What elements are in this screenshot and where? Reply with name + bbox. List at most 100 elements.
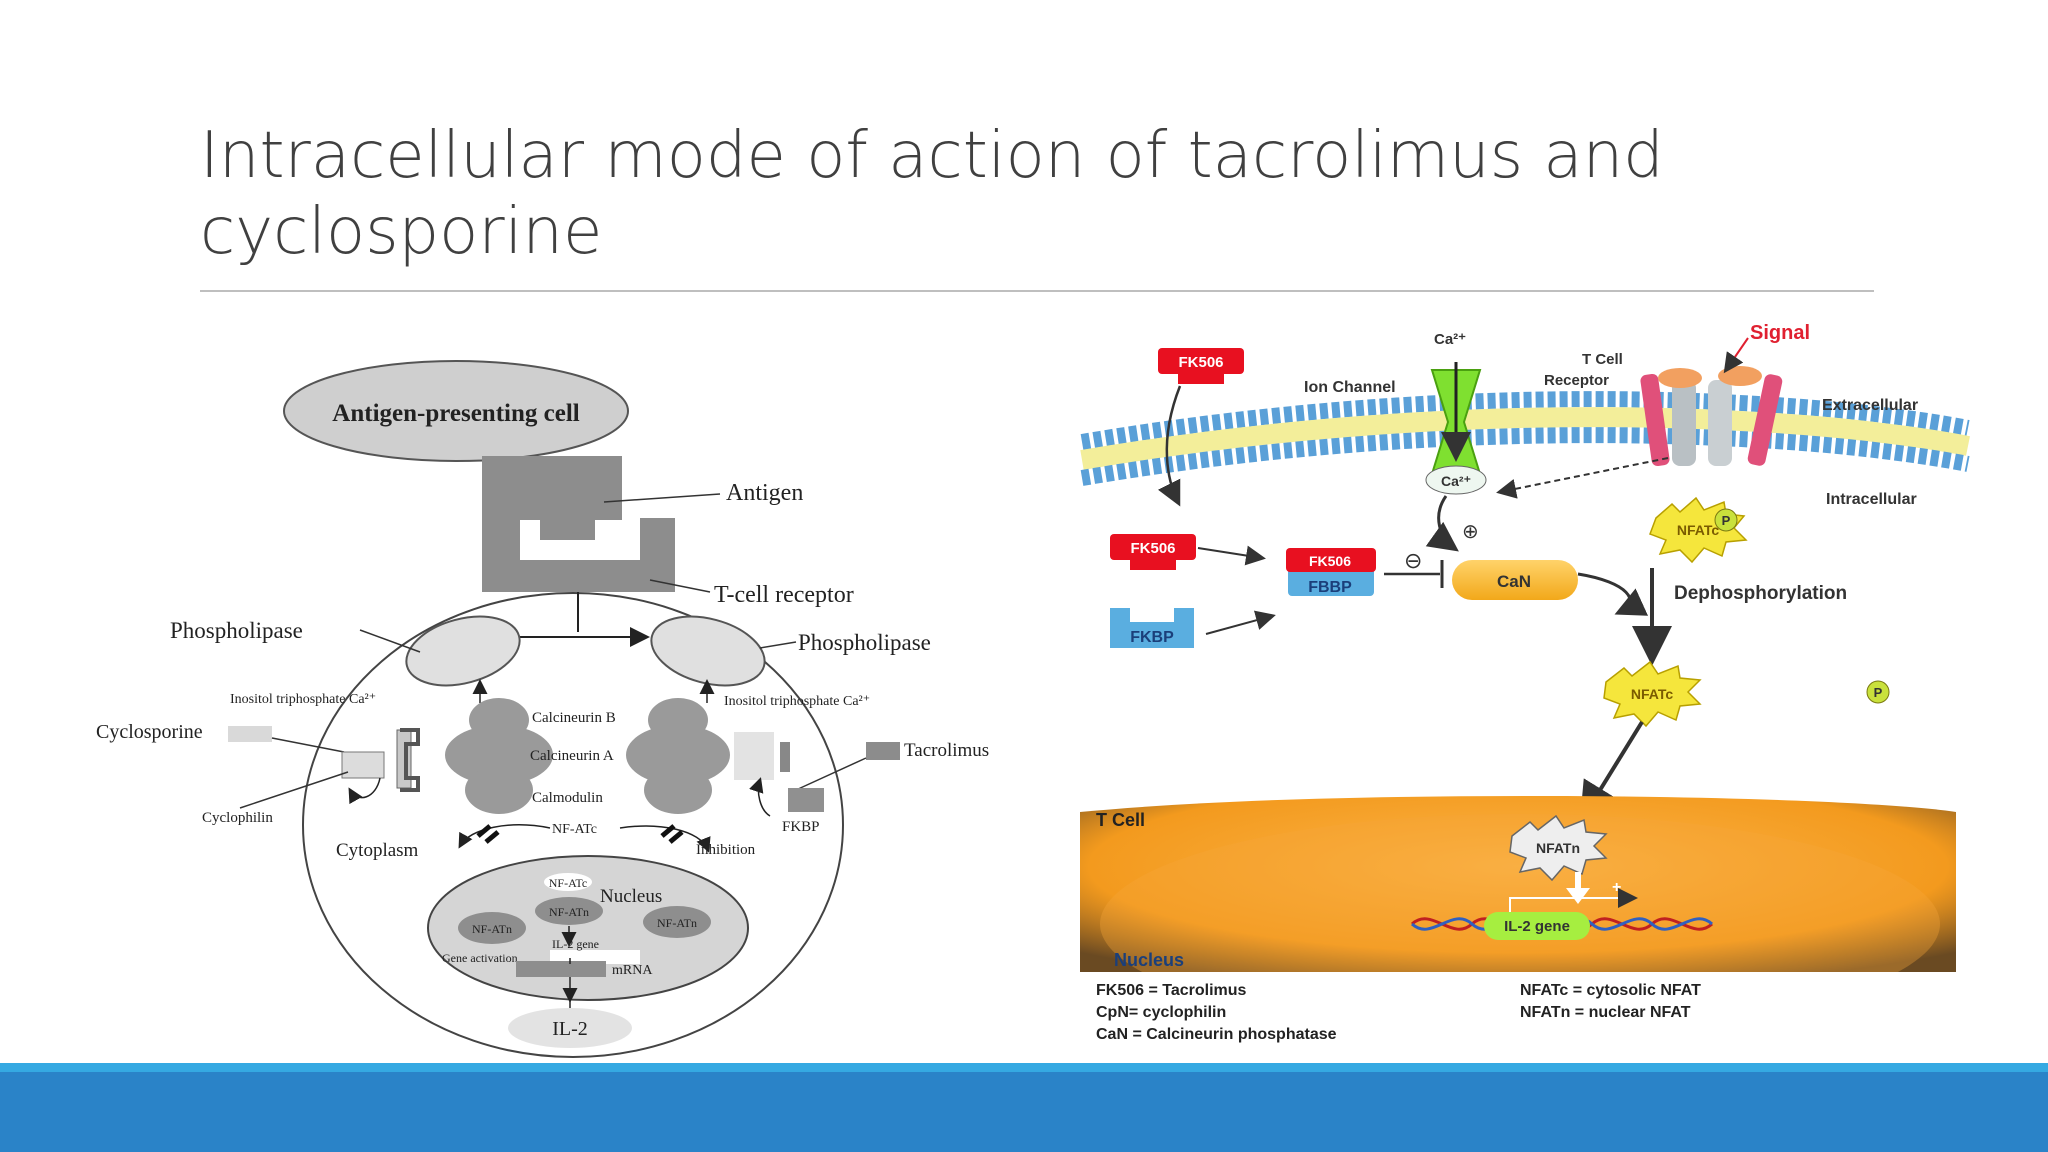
tcr-label-2: Receptor: [1544, 372, 1609, 389]
fkbp-shape: [788, 788, 824, 812]
svg-text:NFATc: NFATc: [1631, 686, 1673, 702]
svg-text:⊖: ⊖: [1404, 548, 1422, 573]
nfatc-top-label: NF-ATc: [552, 822, 597, 837]
cyclosporine-label: Cyclosporine: [96, 721, 203, 743]
svg-text:NFATn: NFATn: [1536, 840, 1580, 856]
dephosphorylation-label: Dephosphorylation: [1674, 583, 1847, 604]
il2-gene-label: IL-2 gene: [552, 937, 599, 951]
nucleus-shape: [1080, 796, 1956, 972]
fk506-fbbp-complex: FK506 FBBP: [1286, 548, 1376, 596]
legend-nfatc: NFATc = cytosolic NFAT: [1520, 982, 1701, 999]
right-drug-complex: [734, 732, 774, 780]
tcr-block: [482, 518, 675, 592]
cytoplasm-label: Cytoplasm: [336, 840, 419, 861]
svg-text:+: +: [1612, 879, 1621, 896]
nucleus-label: Nucleus: [600, 886, 662, 907]
phospholipase-left-shape: [405, 615, 521, 687]
mrna-bar: [516, 961, 606, 977]
gene-activation-label: Gene activation: [442, 951, 518, 965]
ion-channel-label: Ion Channel: [1304, 379, 1396, 396]
membrane-core: [1080, 407, 1970, 470]
membrane-lower: [1080, 427, 1970, 486]
inhibition-marker-left: [476, 824, 500, 844]
calcineurin-complex-right: [626, 698, 730, 814]
right-diagram: Ca²⁺ Ion Channel T Cell Receptor Signal …: [1068, 322, 2008, 1052]
svg-text:FK506: FK506: [1130, 540, 1175, 557]
fkbp-label: FKBP: [782, 819, 820, 835]
fk506-a: FK506: [1158, 348, 1244, 384]
svg-text:NFATc: NFATc: [1677, 522, 1719, 538]
title-line-1: Intracellular mode of action of tacrolim…: [200, 119, 1664, 193]
inhibition-marker-right: [660, 824, 684, 844]
ca-inside-label: Ca²⁺: [1441, 473, 1471, 489]
cyclophilin-shape: [341, 751, 385, 779]
mrna-label: mRNA: [612, 963, 653, 978]
antigen-pointer: [603, 493, 721, 503]
title-line-2: cyclosporine: [200, 195, 603, 269]
svg-text:FK506: FK506: [1178, 354, 1223, 371]
il2-product: [508, 1008, 632, 1048]
antigen-block: [540, 520, 595, 540]
antigen-label: Antigen: [726, 480, 803, 506]
apc-block: [482, 456, 622, 520]
ip3-right-label: Inositol triphosphate Ca²⁺: [724, 694, 870, 709]
apc-label: Antigen-presenting cell: [332, 400, 579, 427]
fkbp-box: FKBP: [1110, 608, 1194, 648]
tacrolimus-drug: [866, 742, 900, 760]
calcineurin-complex-left: [445, 698, 553, 814]
nucleus-label: Nucleus: [1114, 950, 1184, 970]
cyclosporine-drug: [228, 726, 272, 742]
can-pill: [1452, 560, 1578, 600]
fk506-b: FK506: [1110, 534, 1196, 570]
il2-gene-label: IL-2 gene: [1504, 918, 1570, 935]
cyclophilin-label: Cyclophilin: [202, 810, 273, 826]
svg-text:FK506: FK506: [1309, 553, 1351, 569]
nfatc-star-2: NFATc: [1603, 660, 1702, 728]
title-divider: [200, 290, 1874, 292]
membrane-upper: [1080, 391, 1970, 450]
intracellular-label: Intracellular: [1826, 491, 1917, 508]
footer-accent-line: [0, 1063, 2048, 1072]
svg-text:FBBP: FBBP: [1308, 579, 1352, 596]
tcr-pointer: [649, 579, 711, 593]
svg-text:FKBP: FKBP: [1130, 629, 1174, 646]
phosphate-1: [1714, 508, 1738, 532]
ca-top-label: Ca²⁺: [1434, 331, 1466, 348]
svg-text:P: P: [1874, 685, 1883, 700]
inhibition-label: Inhibition: [696, 842, 756, 858]
nfatn-left-label: NF-ATn: [472, 922, 512, 936]
phosphate-2: [1866, 680, 1890, 704]
il2-label: IL-2: [552, 1018, 588, 1040]
calcineurin-b-label: Calcineurin B: [532, 710, 616, 726]
phospholipase-right-shape: [650, 615, 766, 687]
extracellular-label: Extracellular: [1822, 397, 1918, 414]
nfatn-star: NFATn: [1509, 814, 1608, 882]
phospholipase-left-label: Phospholipase: [170, 618, 303, 643]
nfatn-nuc-label: NF-ATn: [549, 905, 589, 919]
signal-label: Signal: [1750, 322, 1810, 344]
legend-cpn: CpN= cyclophilin: [1096, 1004, 1226, 1021]
t-cell-outline: [302, 592, 844, 1058]
apc-ellipse: [283, 360, 629, 462]
phospholipase-right-label: Phospholipase: [798, 630, 931, 655]
nfatc-nuc-label: NF-ATc: [549, 876, 588, 890]
slide-title: Intracellular mode of action of tacrolim…: [200, 118, 1900, 270]
nfatn-right-label: NF-ATn: [657, 916, 697, 930]
nucleus-shape: [427, 855, 749, 1001]
legend-fk506: FK506 = Tacrolimus: [1096, 982, 1247, 999]
il2-gene-pill: [1484, 912, 1590, 940]
tacrolimus-label: Tacrolimus: [904, 740, 989, 761]
tcr-label: T-cell receptor: [714, 582, 854, 608]
svg-text:P: P: [1722, 513, 1731, 528]
svg-text:⊕: ⊕: [1462, 521, 1479, 543]
left-diagram: Antigen-presenting cell Antigen T-cell r…: [96, 360, 989, 1058]
tcell-label: T Cell: [1096, 810, 1145, 830]
ip3-left-label: Inositol triphosphate Ca²⁺: [230, 692, 376, 707]
legend-can: CaN = Calcineurin phosphatase: [1096, 1026, 1337, 1043]
tcr-label-1: T Cell: [1582, 351, 1623, 368]
can-label: CaN: [1497, 572, 1531, 591]
footer-band: [0, 1063, 2048, 1152]
calcineurin-a-label: Calcineurin A: [530, 748, 614, 764]
calmodulin-label: Calmodulin: [532, 790, 603, 806]
ca-inside-bubble: [1425, 465, 1487, 495]
